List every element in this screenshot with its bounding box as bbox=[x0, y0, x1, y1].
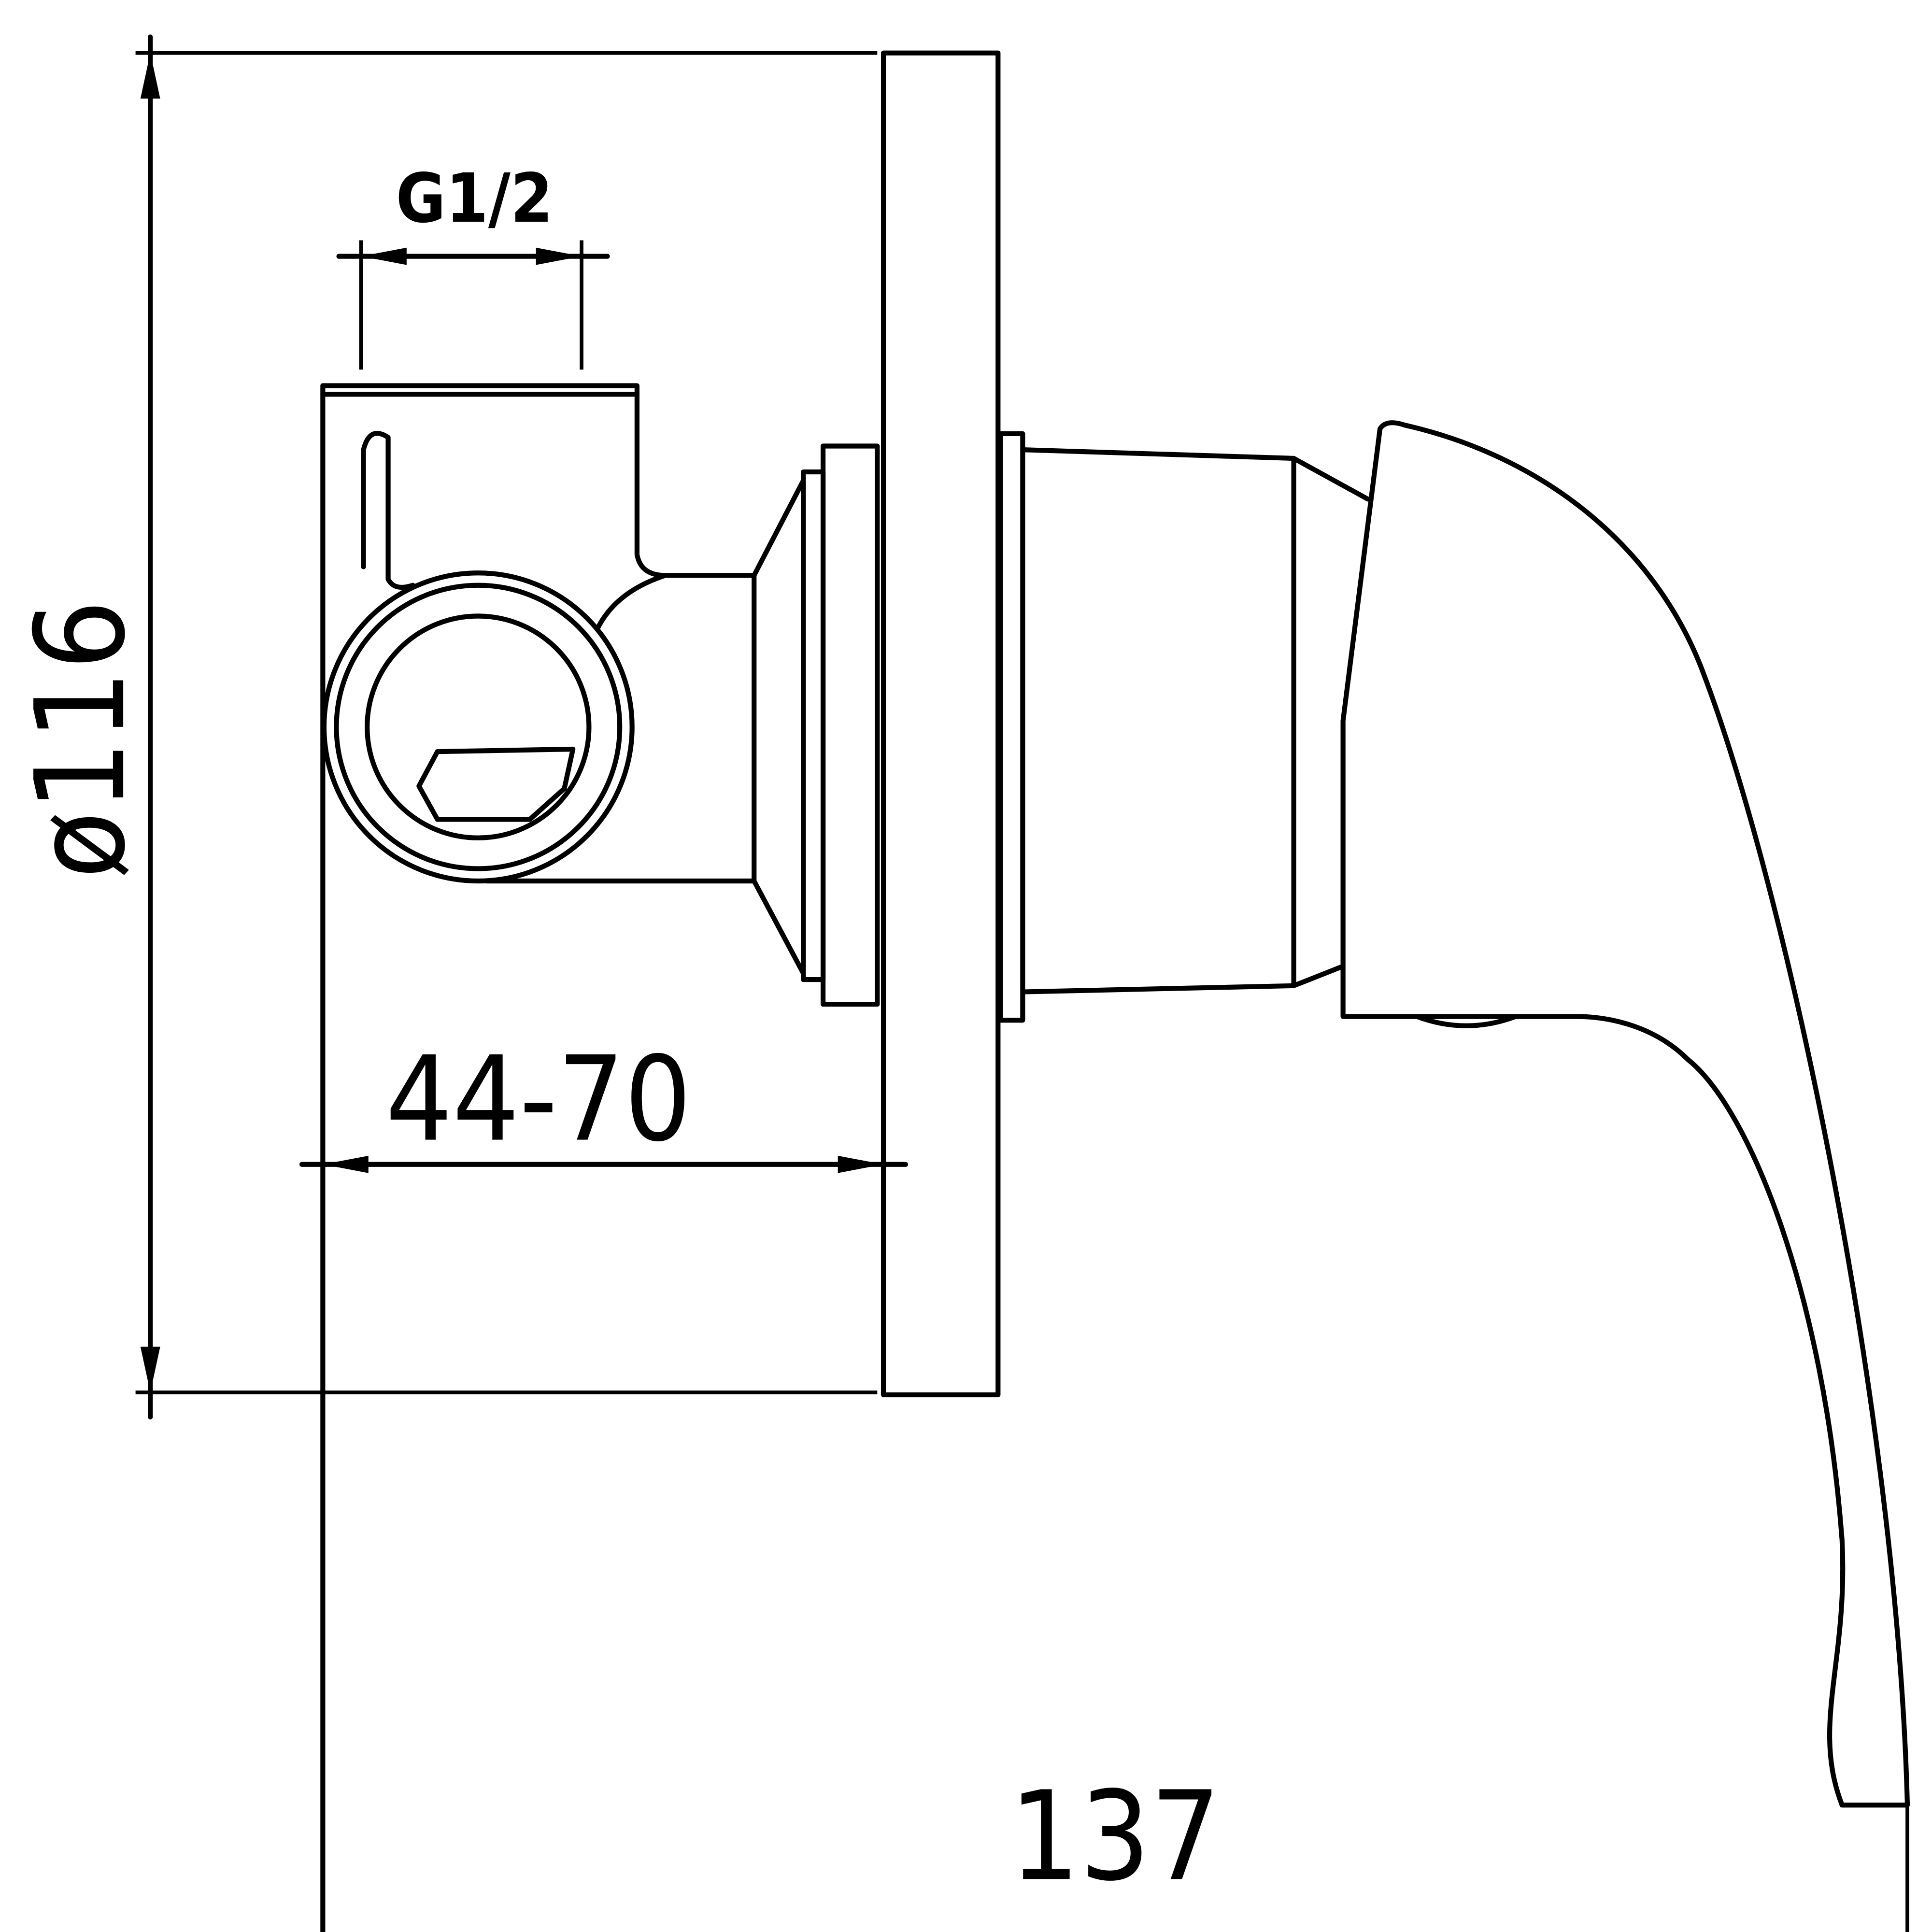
outlet-ring-outer bbox=[321, 570, 635, 884]
handle-sleeve bbox=[1020, 447, 1296, 994]
total-depth-label: 137 bbox=[1009, 1765, 1221, 1908]
handle-assembly bbox=[998, 420, 1910, 1808]
arrow-up-icon bbox=[140, 53, 160, 99]
arrow-right-icon bbox=[361, 247, 407, 265]
outlet-bore bbox=[365, 613, 592, 840]
arrow-right-icon bbox=[323, 1155, 369, 1173]
arrow-down-icon bbox=[140, 1347, 160, 1392]
outlet-wedge bbox=[416, 746, 576, 822]
body-outline bbox=[320, 383, 757, 884]
thread-dimension: G1/2 bbox=[336, 159, 610, 370]
body-slot bbox=[361, 431, 415, 590]
total-depth-dimension: 137 bbox=[1009, 1765, 1909, 1932]
body-fillet bbox=[595, 573, 668, 631]
thread-label: G1/2 bbox=[396, 159, 553, 238]
arrow-left-icon bbox=[536, 247, 582, 265]
collar-flange bbox=[820, 443, 880, 1007]
outlet-ring-middle bbox=[334, 582, 623, 871]
diameter-label: ø116 bbox=[9, 599, 153, 879]
wall-depth-label: 44-70 bbox=[385, 1032, 691, 1168]
lever-handle bbox=[1340, 420, 1910, 1808]
lever-underside bbox=[1414, 1014, 1518, 1028]
trim-ring bbox=[998, 431, 1025, 1023]
wall-plate bbox=[881, 50, 1001, 1397]
diameter-dimension: ø116 bbox=[9, 34, 878, 1420]
wall-depth-dimension: 44-70 bbox=[299, 1032, 909, 1173]
arrow-left-icon bbox=[838, 1155, 884, 1173]
valve-body bbox=[320, 383, 880, 1932]
collar-ring bbox=[801, 469, 826, 982]
sleeve-taper bbox=[1291, 455, 1370, 988]
cone-collar bbox=[752, 478, 806, 976]
